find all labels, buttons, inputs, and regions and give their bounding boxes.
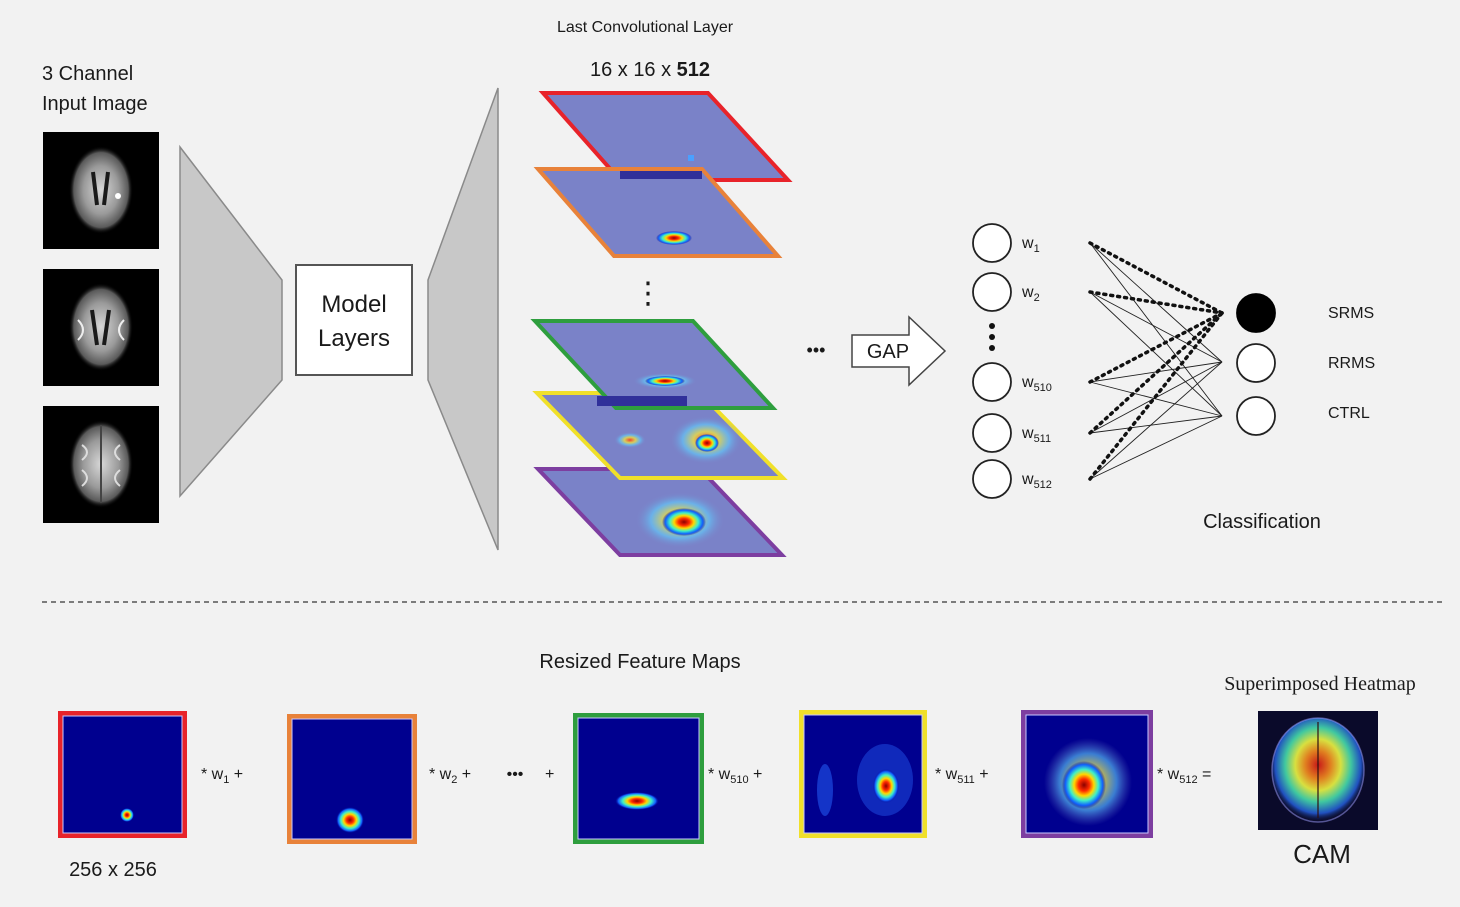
class-label-rrms: RRMS	[1328, 355, 1375, 372]
model-label-line2: Layers	[318, 325, 390, 352]
gap-node-vdots	[989, 323, 995, 351]
feature-plane-red	[538, 91, 793, 182]
mri-slice-1	[43, 132, 159, 249]
map-size-label: 256 x 256	[69, 859, 157, 881]
weight-label-510: w510	[1021, 374, 1052, 394]
mri-slice-3	[43, 406, 159, 523]
cam-label: CAM	[1293, 839, 1351, 869]
resized-map-yellow	[799, 710, 927, 838]
conv-dims: 16 x 16 x 512	[590, 59, 710, 81]
class-label-ctrl: CTRL	[1328, 405, 1370, 422]
input-title-line2: Input Image	[42, 93, 148, 115]
term-w512: * w512 =	[1157, 766, 1211, 786]
heatmap-title: Superimposed Heatmap	[1224, 673, 1416, 695]
output-node-ctrl	[1236, 396, 1276, 436]
model-label-line1: Model	[321, 291, 386, 318]
cam-heatmap-image	[1258, 711, 1378, 830]
resized-map-green	[573, 713, 704, 844]
formula-ellipsis: •••	[507, 766, 524, 783]
gap-node-511	[972, 413, 1012, 453]
class-label-srms: SRMS	[1328, 305, 1374, 322]
weight-label-1: w1	[1021, 235, 1040, 255]
term-w1: * w1 +	[201, 766, 243, 786]
resized-map-purple	[1021, 710, 1153, 838]
feature-plane-purple	[533, 467, 787, 557]
gap-label: GAP	[867, 341, 909, 363]
resized-maps-title: Resized Feature Maps	[539, 651, 740, 673]
gap-node-510	[972, 362, 1012, 402]
model-layers-box: Model Layers	[295, 264, 413, 376]
gap-node-1	[972, 223, 1012, 263]
output-node-rrms	[1236, 343, 1276, 383]
feature-plane-orange	[533, 167, 783, 258]
weight-label-511: w511	[1021, 425, 1051, 445]
term-w2: * w2 +	[429, 766, 471, 786]
fc-connections-active	[1088, 241, 1224, 481]
classification-title: Classification	[1203, 511, 1321, 533]
conv-layer-title: Last Convolutional Layer	[557, 19, 734, 36]
gap-node-512	[972, 459, 1012, 499]
resized-map-orange	[287, 714, 417, 844]
feature-plane-green	[530, 319, 778, 410]
gap-arrow: GAP	[851, 315, 947, 387]
term-w510: * w510 +	[708, 766, 762, 786]
input-title-line1: 3 Channel	[42, 63, 133, 85]
term-w511: * w511 +	[935, 766, 989, 786]
formula-plus: +	[545, 766, 554, 783]
resized-map-red	[58, 711, 187, 838]
fc-connections	[1089, 242, 1223, 480]
weight-label-2: w2	[1021, 284, 1040, 304]
output-node-srms	[1236, 293, 1276, 333]
gap-ellipsis: •••	[807, 340, 826, 360]
gap-node-2	[972, 272, 1012, 312]
mri-slice-2	[43, 269, 159, 386]
decoder-funnel	[427, 87, 499, 551]
weight-label-512: w512	[1021, 471, 1052, 491]
feature-plane-yellow	[532, 391, 788, 480]
conv-vdots: ⋮	[633, 277, 663, 310]
encoder-funnel	[179, 144, 283, 498]
